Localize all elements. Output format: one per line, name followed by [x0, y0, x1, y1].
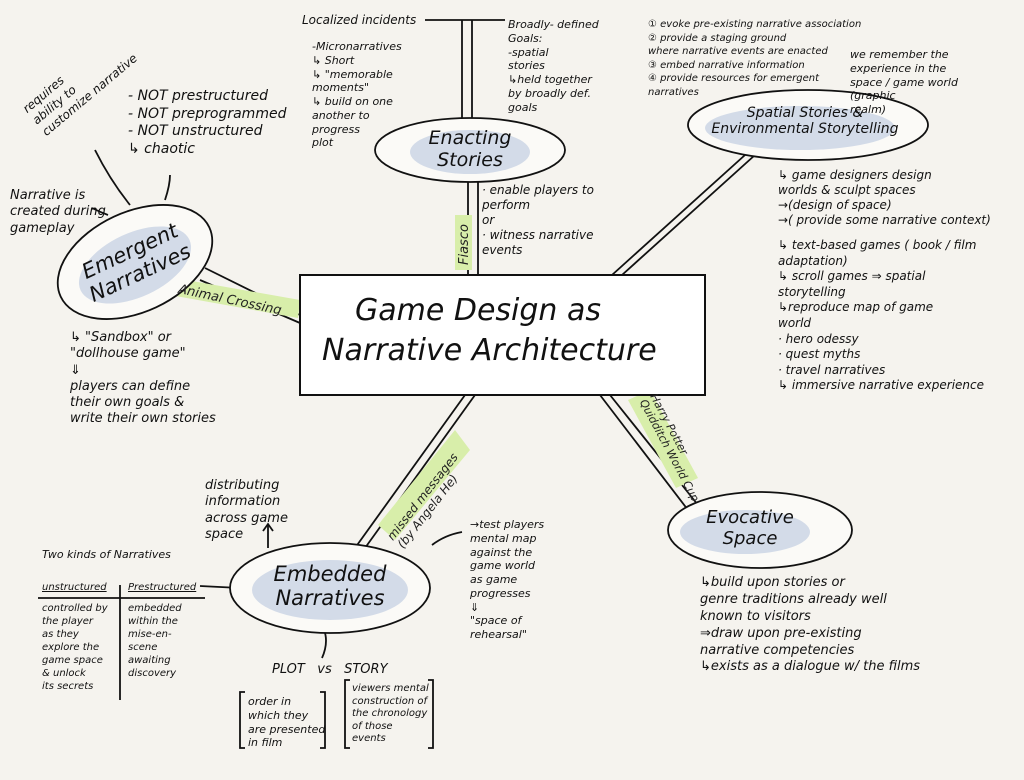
note-plot-vs-story: PLOT vs STORY — [272, 662, 388, 677]
bridge-fiasco: Fiasco — [457, 224, 472, 265]
title-line-1: Game Design as — [355, 293, 601, 328]
note-unstructured-desc: controlled by the player as they explore… — [42, 603, 108, 692]
note-sandbox: ↳ "Sandbox" or "dollhouse game" ⇓ player… — [70, 330, 216, 427]
title-box — [299, 274, 706, 396]
note-unstructured-header: unstructured — [42, 582, 107, 593]
node-embedded: Embedded Narratives — [273, 562, 387, 611]
note-localized-incidents: Localized incidents — [302, 13, 417, 27]
note-story-desc: viewers mental construction of the chron… — [352, 683, 429, 744]
highlight-animal-crossing — [170, 278, 300, 318]
connector-lines — [38, 19, 756, 749]
highlight-harry-potter — [628, 390, 698, 488]
note-game-designers: ↳ game designers design worlds & sculpt … — [778, 168, 991, 227]
note-numbered-list: ① evoke pre-existing narrative associati… — [648, 19, 862, 98]
highlight-missed-messages — [378, 430, 470, 540]
note-narrative-created: Narrative is created during gameplay — [10, 188, 106, 236]
note-prestructured-header: Prestructured — [128, 582, 197, 593]
note-evocative-desc: ↳build upon stories or genre traditions … — [700, 575, 921, 675]
note-micronarratives: -Micronarratives ↳ Short ↳ "memorable mo… — [312, 40, 402, 150]
note-plot-desc: order in which they are presented in fil… — [248, 695, 326, 750]
note-not-list: - NOT prestructured - NOT preprogrammed … — [128, 88, 287, 157]
node-enacting: Enacting Stories — [428, 127, 512, 171]
note-two-kinds: Two kinds of Narratives — [42, 548, 171, 561]
title-line-2: Narrative Architecture — [322, 333, 657, 368]
node-evocative: Evocative Space — [706, 507, 794, 549]
node-ellipses — [56, 89, 929, 634]
note-prestructured-desc: embedded within the mise-en- scene await… — [128, 603, 182, 679]
note-distributing: distributing information across game spa… — [205, 478, 288, 542]
node-spatial: Spatial Stories & Environmental Storytel… — [711, 105, 899, 138]
note-text-based: ↳ text-based games ( book / film adaptat… — [778, 238, 985, 393]
note-broadly-defined: Broadly- defined Goals: -spatial stories… — [508, 18, 599, 114]
note-we-remember: we remember the experience in the space … — [850, 48, 958, 116]
note-test-players: →test players mental map against the gam… — [470, 518, 545, 641]
highlight-fiasco — [455, 215, 472, 270]
note-enable-players: · enable players to perform or · witness… — [482, 183, 594, 257]
